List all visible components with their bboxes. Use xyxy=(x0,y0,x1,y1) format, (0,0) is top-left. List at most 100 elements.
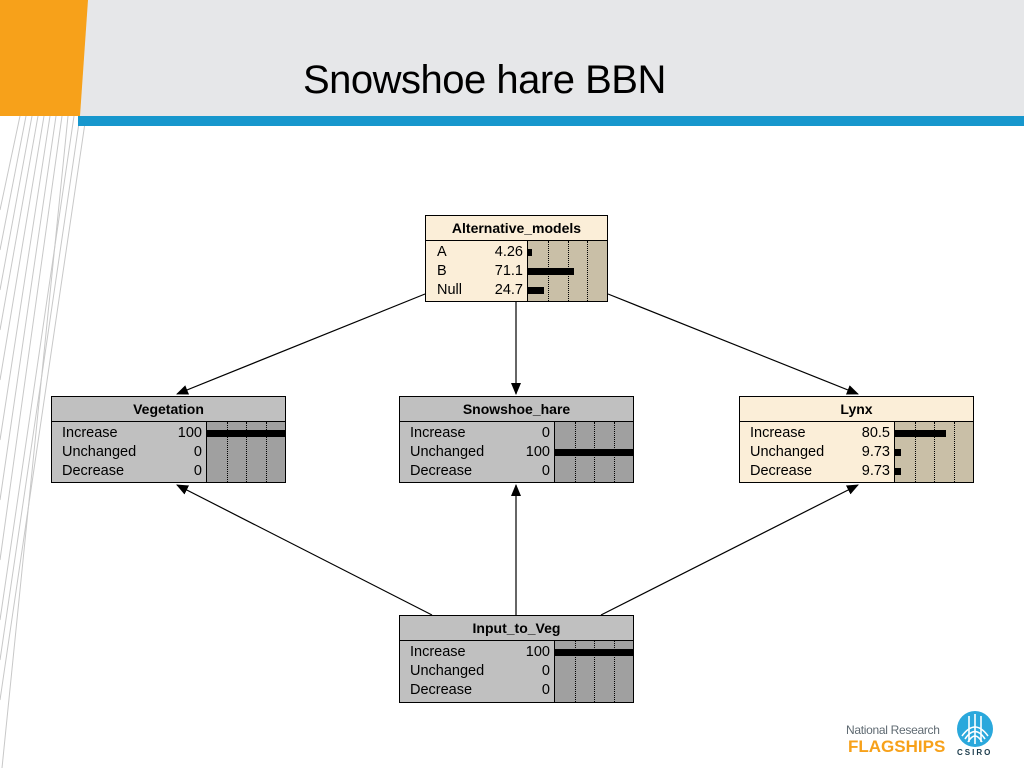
belief-bars xyxy=(895,422,973,482)
state-label: Unchanged xyxy=(410,444,485,460)
state-row: A 4.26 xyxy=(437,243,523,262)
edge-input-to-lynx xyxy=(600,484,859,616)
state-value: 71.1 xyxy=(494,263,523,279)
state-value: 0 xyxy=(541,425,550,441)
belief-bar xyxy=(528,287,544,294)
belief-bars xyxy=(555,641,633,702)
state-row: Decrease 0 xyxy=(410,681,550,700)
node-lynx[interactable]: Lynx Increase 80.5 Unchanged 9.73 Decrease… xyxy=(739,396,974,483)
bar-row xyxy=(555,424,633,443)
header-divider xyxy=(78,116,1024,126)
belief-bars xyxy=(555,422,633,482)
bar-row xyxy=(207,443,285,462)
bar-row xyxy=(895,462,973,481)
belief-bar xyxy=(528,249,532,256)
belief-bar xyxy=(895,430,946,437)
state-row: Unchanged 0 xyxy=(410,662,550,681)
state-value: 9.73 xyxy=(861,444,890,460)
node-title: Snowshoe_hare xyxy=(400,397,633,422)
state-value: 24.7 xyxy=(494,282,523,298)
state-row: Unchanged 9.73 xyxy=(750,443,890,462)
state-value: 80.5 xyxy=(861,425,890,441)
state-row: Decrease 0 xyxy=(62,462,202,481)
grid-tick xyxy=(954,422,955,482)
bar-row xyxy=(555,443,633,462)
belief-bar xyxy=(895,449,901,456)
state-row: Decrease 0 xyxy=(410,462,550,481)
node-title: Input_to_Veg xyxy=(400,616,633,641)
grid-tick xyxy=(934,422,935,482)
belief-bar xyxy=(207,430,285,437)
bar-row xyxy=(207,462,285,481)
node-snowshoe-hare[interactable]: Snowshoe_hare Increase 0 Unchanged 100 Dec… xyxy=(399,396,634,483)
grid-tick xyxy=(614,641,615,702)
state-value: 4.26 xyxy=(494,244,523,260)
grid-tick xyxy=(266,422,267,482)
state-label: Decrease xyxy=(410,682,473,698)
grid-tick xyxy=(246,422,247,482)
bar-row xyxy=(555,462,633,481)
state-row: Increase 100 xyxy=(62,424,202,443)
bar-row xyxy=(895,443,973,462)
grid-tick xyxy=(915,422,916,482)
state-value: 100 xyxy=(177,425,202,441)
slide-title: Snowshoe hare BBN xyxy=(303,58,666,102)
state-row: B 71.1 xyxy=(437,262,523,281)
grid-tick xyxy=(594,641,595,702)
bar-row xyxy=(895,424,973,443)
state-label: A xyxy=(437,244,447,260)
belief-bar xyxy=(555,649,633,656)
node-title: Lynx xyxy=(740,397,973,422)
state-label: Unchanged xyxy=(410,663,485,679)
grid-tick xyxy=(587,241,588,301)
grid-tick xyxy=(227,422,228,482)
belief-bar xyxy=(528,268,574,275)
bar-row xyxy=(207,424,285,443)
state-label: Unchanged xyxy=(62,444,137,460)
state-value: 100 xyxy=(525,644,550,660)
decorative-side-lines xyxy=(0,0,88,768)
state-value: 100 xyxy=(525,444,550,460)
logo-org: CSIRO xyxy=(957,748,993,757)
bar-row xyxy=(555,643,633,662)
belief-bar xyxy=(555,449,633,456)
belief-bars xyxy=(528,241,607,301)
bar-row xyxy=(528,262,607,281)
bar-row xyxy=(555,662,633,681)
state-label: Decrease xyxy=(62,463,125,479)
logo-line2: FLAGSHIPS xyxy=(848,737,946,756)
state-value: 0 xyxy=(193,463,202,479)
edge-models-to-vegetation xyxy=(176,293,426,395)
state-label: Decrease xyxy=(750,463,813,479)
state-value: 0 xyxy=(541,663,550,679)
header-band xyxy=(0,0,1024,116)
state-label: B xyxy=(437,263,447,279)
belief-bar xyxy=(895,468,901,475)
state-label: Increase xyxy=(750,425,806,441)
node-title: Vegetation xyxy=(52,397,285,422)
belief-bars xyxy=(207,422,285,482)
state-row: Unchanged 100 xyxy=(410,443,550,462)
state-label: Decrease xyxy=(410,463,473,479)
bar-row xyxy=(528,281,607,300)
csiro-emblem-icon xyxy=(957,711,993,747)
state-label: Unchanged xyxy=(750,444,825,460)
bar-row xyxy=(528,243,607,262)
state-row: Increase 80.5 xyxy=(750,424,890,443)
state-label: Increase xyxy=(62,425,118,441)
node-title: Alternative_models xyxy=(426,216,607,241)
state-value: 0 xyxy=(541,682,550,698)
edge-input-to-vegetation xyxy=(176,484,433,616)
state-value: 0 xyxy=(541,463,550,479)
grid-tick xyxy=(575,641,576,702)
edge-models-to-lynx xyxy=(607,293,859,395)
state-label: Increase xyxy=(410,425,466,441)
